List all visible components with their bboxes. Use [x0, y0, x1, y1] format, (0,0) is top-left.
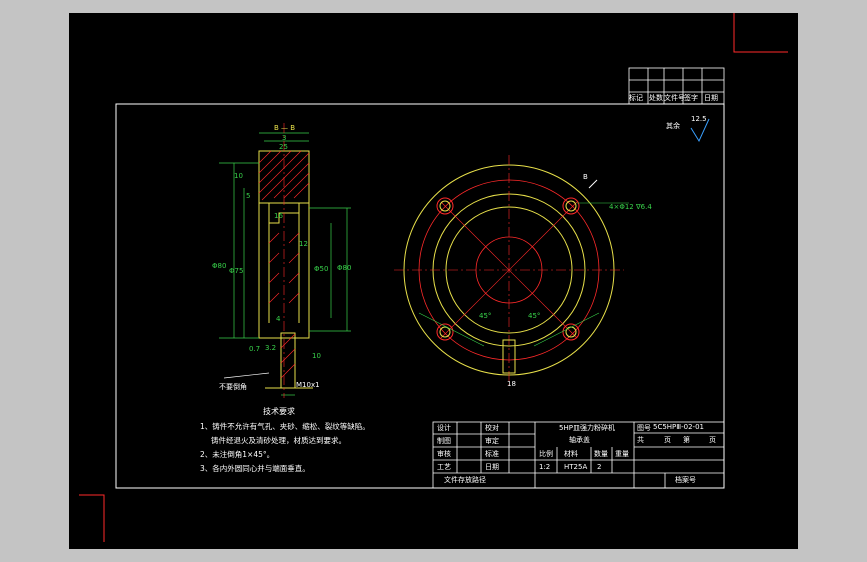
dim-ra: 3.2 — [265, 344, 277, 352]
tb-drawing: 制图 — [437, 437, 451, 445]
tb-design: 设计 — [437, 424, 451, 432]
tech-item-1b: 铸件经退火及清砂处理，材质达到要求。 — [211, 436, 346, 445]
tech-item-2: 2、未注倒角1×45°。 — [200, 450, 275, 459]
tb-review: 审核 — [437, 450, 451, 458]
tb-drawing-no-label: 图号 — [637, 424, 651, 432]
tb-scale: 1:2 — [539, 463, 551, 471]
cad-drawing — [79, 13, 788, 542]
dim-inner: Φ50 — [314, 265, 329, 273]
rev-header-file: 文件号 — [664, 94, 685, 102]
tb-sheet-no: 第 — [683, 436, 690, 444]
leader-line — [223, 372, 270, 379]
tb-material-label: 材料 — [564, 450, 578, 458]
section-flange-outline — [258, 202, 310, 339]
dim-bore-height: 16 — [274, 212, 283, 220]
bolt-hole-bl — [436, 323, 454, 341]
section-dimensions — [219, 132, 351, 396]
section-label: B — B — [274, 124, 296, 132]
tb-doc: 档案号 — [675, 476, 696, 484]
tb-check: 校对 — [485, 424, 499, 432]
bolt-holes — [436, 197, 580, 341]
tb-drawing-no: 5C5HPⅢ-02-01 — [653, 423, 704, 431]
bolt-hole-br — [562, 323, 580, 341]
dim-mid: 12 — [299, 240, 308, 248]
tb-sheet-page1: 页 — [664, 436, 671, 444]
dim-bottom: M10x1 — [296, 381, 320, 389]
roughness-symbol — [690, 118, 710, 143]
tb-part: 轴承盖 — [569, 436, 590, 444]
dim-width: 25 — [279, 143, 288, 151]
section-note-label: 不要倒角 — [219, 383, 247, 391]
tb-qty: 2 — [597, 463, 602, 471]
tb-material: HT25A — [564, 463, 588, 471]
dim-angle: 0.7 — [249, 345, 261, 353]
dim-left: Φ75 — [229, 267, 244, 275]
tb-scale-label: 比例 — [539, 450, 553, 458]
tech-item-3: 3、各内外圆同心并与端面垂直。 — [200, 464, 310, 473]
outer-frame — [115, 103, 725, 489]
section-view — [219, 123, 351, 398]
tb-process: 工艺 — [437, 463, 451, 471]
corner-marks — [79, 13, 788, 542]
tb-date: 日期 — [485, 463, 499, 471]
tech-title: 技术要求 — [263, 407, 295, 416]
dim-outer: Φ80 — [212, 262, 227, 270]
corner-mark-top-right — [733, 13, 788, 53]
hole-callout: 4×Φ12 ∇6.4 — [609, 203, 652, 211]
bolt-hole-tr — [562, 197, 580, 215]
rev-header-mark: 标记 — [629, 94, 643, 102]
section-hatch — [258, 150, 310, 379]
dim-c2: 5 — [246, 192, 251, 200]
dim-big: Φ80 — [337, 264, 352, 272]
dim-c1: 10 — [234, 172, 243, 180]
title-block — [432, 421, 725, 489]
radial-hole — [502, 339, 516, 374]
rev-header-sign: 签字 — [684, 94, 698, 102]
tb-project: 5HP皿强力粉碎机 — [559, 424, 615, 432]
drawing-canvas[interactable]: 标记 处数 文件号 签字 日期 其余 12.5 B — B 3 25 10 5 … — [69, 13, 798, 549]
plan-section-marker: B — [583, 173, 588, 181]
inner-circle — [445, 206, 573, 334]
corner-mark-bottom-left — [79, 494, 105, 542]
roughness-prefix: 其余 — [666, 122, 680, 130]
tb-archive: 文件存放路径 — [444, 476, 486, 484]
rev-header-count: 处数 — [649, 94, 663, 102]
tech-item-1: 1、铸件不允许有气孔、夹砂、缩松、裂纹等缺陷。 — [200, 422, 370, 431]
angle-left: 45° — [479, 312, 492, 320]
tb-sheet-page2: 页 — [709, 436, 716, 444]
angle-right: 45° — [528, 312, 541, 320]
revision-table — [628, 67, 725, 105]
dim-b: 10 — [312, 352, 321, 360]
bolt-hole-tl — [436, 197, 454, 215]
tb-weight-label: 重量 — [615, 450, 629, 458]
rev-header-date: 日期 — [704, 94, 718, 102]
plan-bottom-label: 18 — [507, 380, 516, 388]
dim-a: 4 — [276, 315, 281, 323]
dim-top: 3 — [282, 134, 287, 142]
tb-qty-label: 数量 — [594, 450, 608, 458]
tb-approve: 审定 — [485, 437, 499, 445]
plan-view — [394, 155, 629, 385]
roughness-value: 12.5 — [691, 115, 707, 123]
tb-sheet-total: 共 — [637, 436, 644, 444]
tb-standard: 标准 — [485, 450, 499, 458]
